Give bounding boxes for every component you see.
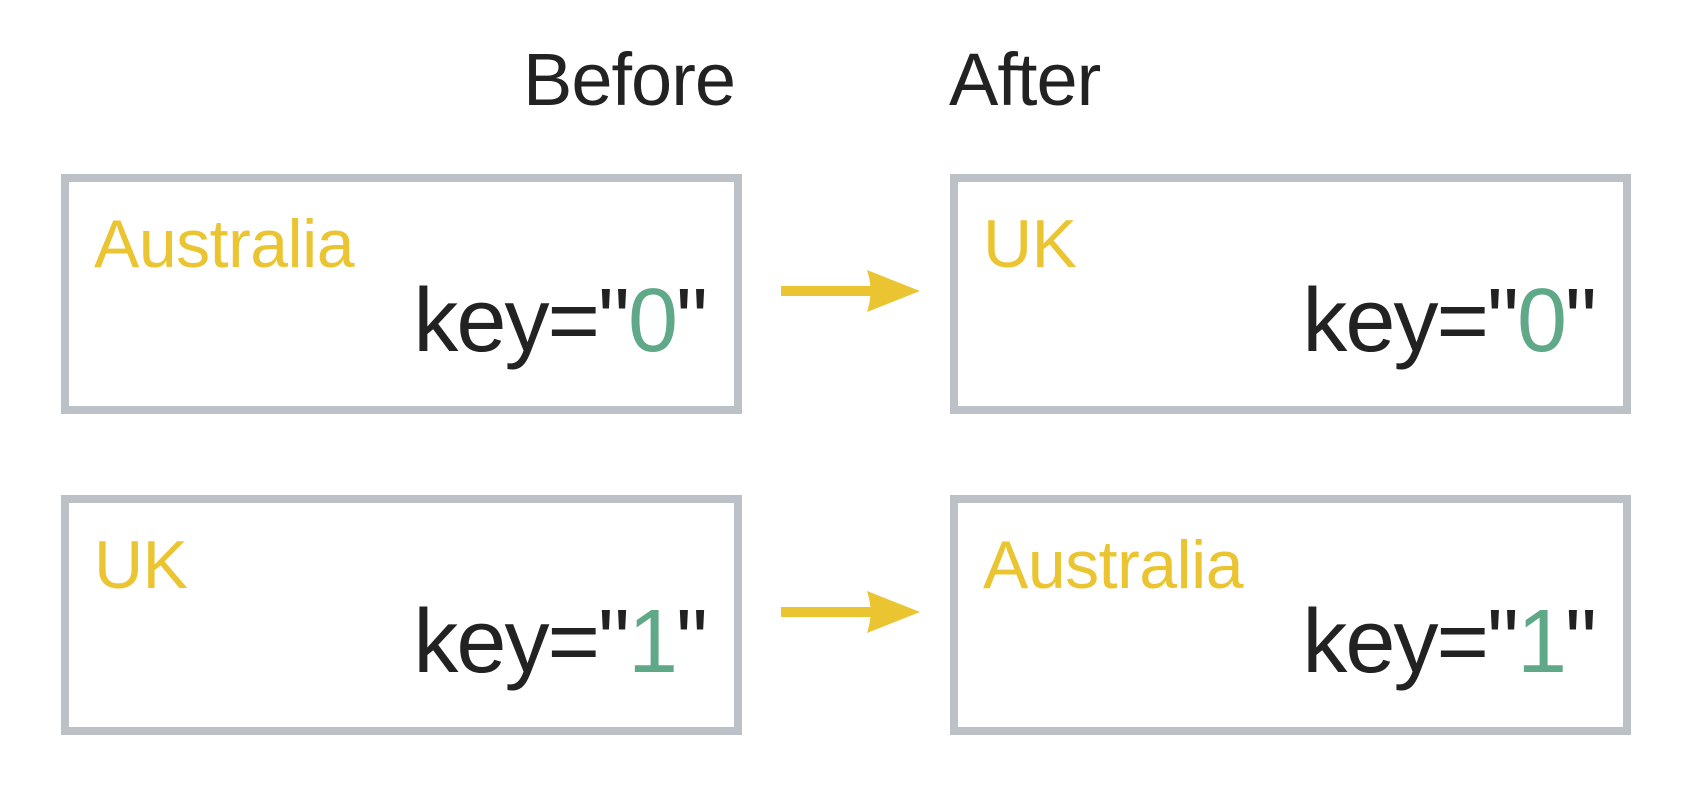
key-attribute: key="1" [413,587,708,697]
country-label: Australia [983,527,1244,603]
key-prefix: key=" [413,592,630,692]
arrow-right-icon [781,591,920,633]
key-suffix: " [676,592,708,692]
before-column-title: Before [522,38,736,121]
after-card-row-1: UK key="0" [950,174,1631,414]
key-value: 0 [627,271,678,371]
after-card-row-2: Australia key="1" [950,495,1631,735]
before-card-row-1: Australia key="0" [61,174,742,414]
key-suffix: " [1565,592,1597,692]
key-attribute: key="1" [1302,587,1597,697]
arrow-right-icon [781,270,920,312]
key-value: 0 [1516,271,1567,371]
country-label: UK [983,206,1077,282]
country-label: Australia [94,206,355,282]
key-suffix: " [1565,271,1597,371]
country-label: UK [94,527,188,603]
after-column-title: After [949,38,1101,121]
before-card-row-2: UK key="1" [61,495,742,735]
key-attribute: key="0" [1302,266,1597,376]
key-attribute: key="0" [413,266,708,376]
key-value: 1 [1516,592,1567,692]
key-prefix: key=" [1302,592,1519,692]
key-suffix: " [676,271,708,371]
key-prefix: key=" [1302,271,1519,371]
key-prefix: key=" [413,271,630,371]
key-value: 1 [627,592,678,692]
